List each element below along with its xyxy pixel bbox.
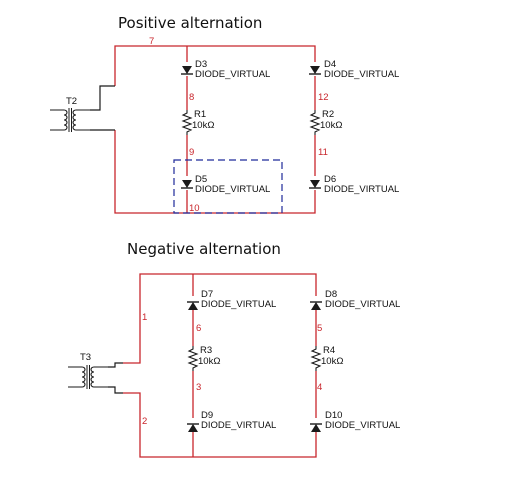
diode-d9-label: D9 [201, 410, 213, 421]
net-label-9: 9 [189, 147, 194, 158]
transformer-t2-label: T2 [66, 96, 77, 107]
net-label-8: 8 [189, 92, 194, 103]
net-label-2: 2 [142, 416, 147, 427]
resistor-r3-label: R3 [200, 345, 212, 356]
net-label-3: 3 [196, 382, 201, 393]
positive-wires [114, 45, 316, 214]
resistor-r3-value: 10kΩ [198, 356, 220, 367]
diode-d5-model: DIODE_VIRTUAL [195, 184, 270, 195]
negative-wires [123, 273, 317, 458]
resistor-r2-label: R2 [322, 109, 334, 120]
resistor-r2-value: 10kΩ [320, 120, 342, 131]
negative-net-labels: 1 2 6 3 5 4 [142, 312, 322, 427]
net-label-5: 5 [317, 323, 322, 334]
positive-net-labels: 7 8 9 10 12 11 [149, 36, 329, 214]
diode-d4[interactable]: D4 DIODE_VIRTUAL [308, 59, 399, 80]
resistor-r1-value: 10kΩ [192, 120, 214, 131]
net-label-6: 6 [196, 323, 201, 334]
diode-d5[interactable]: D5 DIODE_VIRTUAL [180, 174, 270, 195]
net-label-12: 12 [318, 92, 329, 103]
transformer-t3[interactable]: T3 [67, 352, 123, 394]
diode-d5-label: D5 [195, 174, 207, 185]
transformer-t3-label: T3 [80, 352, 91, 363]
diode-d10-label: D10 [325, 410, 342, 421]
diode-d10-model: DIODE_VIRTUAL [325, 420, 400, 431]
wire-net-1 [123, 273, 317, 364]
diode-d4-model: DIODE_VIRTUAL [324, 69, 399, 80]
resistor-r4-value: 10kΩ [321, 356, 343, 367]
transformer-t2[interactable]: T2 [49, 85, 115, 133]
diode-d8-model: DIODE_VIRTUAL [325, 299, 400, 310]
diode-d7[interactable]: D7 DIODE_VIRTUAL [186, 289, 276, 311]
title-negative: Negative alternation [127, 240, 281, 258]
diode-d7-label: D7 [201, 289, 213, 300]
resistor-r1-label: R1 [194, 109, 206, 120]
diode-d9-model: DIODE_VIRTUAL [201, 420, 276, 431]
diode-d3[interactable]: D3 DIODE_VIRTUAL [180, 59, 270, 80]
wire-net-2 [123, 392, 317, 458]
wire-net-7 [114, 45, 316, 86]
selection-box[interactable] [173, 159, 283, 214]
net-label-1: 1 [142, 312, 147, 323]
net-label-7: 7 [149, 36, 154, 47]
net-label-10: 10 [189, 203, 200, 214]
diode-d10[interactable]: D10 DIODE_VIRTUAL [309, 410, 400, 433]
resistor-r3[interactable]: R3 10kΩ [188, 345, 220, 372]
diode-d8-label: D8 [325, 289, 337, 300]
diode-d6-model: DIODE_VIRTUAL [324, 184, 399, 195]
resistor-r4[interactable]: R4 10kΩ [311, 345, 343, 372]
resistor-r2[interactable]: R2 10kΩ [310, 109, 342, 136]
resistor-r4-label: R4 [323, 345, 335, 356]
diode-d9[interactable]: D9 DIODE_VIRTUAL [186, 410, 276, 433]
diode-d4-label: D4 [324, 59, 336, 70]
resistor-r1[interactable]: R1 10kΩ [182, 109, 214, 136]
diode-d6-label: D6 [324, 174, 336, 185]
net-label-4: 4 [317, 382, 322, 393]
net-label-11: 11 [318, 147, 328, 158]
diode-d6[interactable]: D6 DIODE_VIRTUAL [308, 174, 399, 195]
diode-d8[interactable]: D8 DIODE_VIRTUAL [309, 289, 400, 311]
diode-d3-model: DIODE_VIRTUAL [195, 69, 270, 80]
diode-d3-label: D3 [195, 59, 207, 70]
diode-d7-model: DIODE_VIRTUAL [201, 299, 276, 310]
wire-net-10 [114, 130, 316, 214]
title-positive: Positive alternation [118, 14, 262, 32]
